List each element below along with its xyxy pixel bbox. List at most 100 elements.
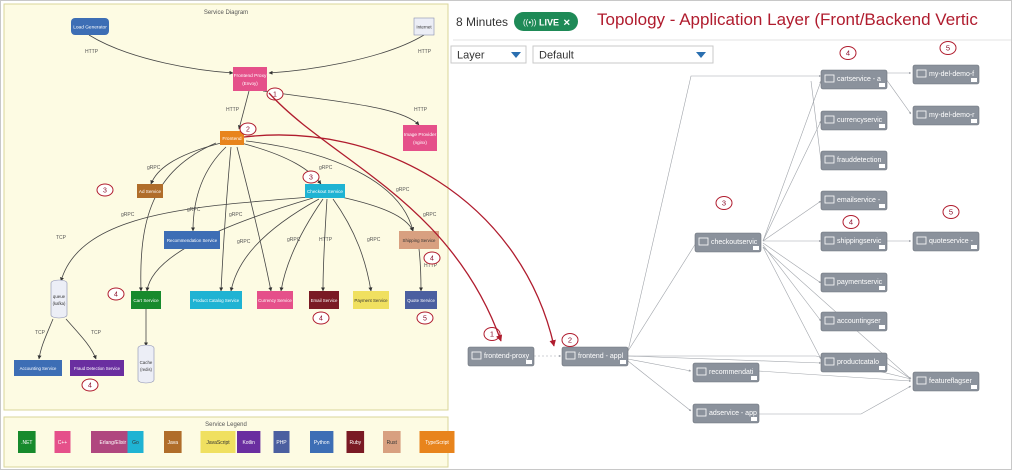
diagram-node-internet: Internet (413, 17, 435, 36)
diagram-node-accounting-service: Accounting Service (14, 360, 62, 376)
topology-node-featureflag[interactable]: featureflagser (912, 371, 980, 392)
topology-node-shippingservice[interactable]: shippingservic (820, 231, 888, 252)
legend-label: Ruby (349, 440, 361, 446)
live-label: LIVE (539, 18, 559, 28)
badge-2: 2 (561, 333, 579, 347)
edge-checkout-email (321, 198, 328, 292)
legend-swatch (237, 431, 261, 453)
topology-node-currencyservice[interactable]: currencyservic (820, 110, 888, 131)
topology-node-frontend-proxy[interactable]: frontend-proxy (467, 346, 535, 367)
service-icon (824, 115, 835, 124)
legend-label: Kotlin (242, 440, 255, 446)
node-status-icon (879, 204, 885, 208)
topology-node-label: currencyservic (837, 117, 883, 124)
node-label: Checkout Service (307, 189, 343, 194)
topology-nodes: frontend-proxy frontend - appl checkouts… (467, 64, 980, 424)
live-close-icon[interactable]: ✕ (563, 18, 571, 28)
edge-label-tcp: TCP (91, 330, 102, 336)
legend-swatch (310, 431, 334, 453)
topology-node-label: cartservice - a (837, 76, 881, 83)
topology-node-label: my-del-demo-r (929, 112, 975, 119)
edge-label-grpc: gRPC (147, 165, 161, 171)
legend-item: Rust (383, 431, 401, 453)
legend-item: TypeScript (419, 431, 455, 453)
edge-frontend-catalog (219, 146, 232, 292)
layer-select[interactable]: Layer (450, 45, 527, 64)
service-icon (916, 110, 927, 119)
service-icon (916, 236, 927, 245)
node-status-icon (879, 245, 885, 249)
topology-node-checkoutservice[interactable]: checkoutservic (694, 232, 762, 253)
badge-text: 2 (246, 127, 250, 134)
topology-node-quoteservice[interactable]: quoteservice - (912, 231, 980, 252)
badge-text: 3 (722, 199, 726, 208)
topology-node-emailservice[interactable]: emailservice - (820, 190, 888, 211)
topology-node-recommendation[interactable]: recommendati (692, 362, 760, 383)
edge-label-tcp: TCP (56, 235, 67, 241)
legend-swatch (164, 431, 182, 453)
legend-item: Kotlin (237, 431, 261, 453)
legend-item: Go (127, 431, 144, 453)
topology-node-frauddetection[interactable]: frauddetection (820, 150, 888, 171)
edge-queue-fraud (65, 318, 97, 360)
edge-label-http: HTTP (414, 107, 428, 113)
topology-node-label: adservice - app (709, 410, 757, 417)
service-icon (565, 351, 576, 360)
legend-swatch (200, 431, 236, 453)
view-select-value: Default (539, 50, 574, 62)
service-icon (824, 155, 835, 164)
edge-label-grpc: gRPC (229, 212, 243, 218)
node-label: Product Catalog Service (193, 298, 240, 303)
tedge (762, 244, 822, 322)
topology-badges: 1 2 3 4 4 5 5 (483, 41, 960, 347)
topology-node-label: accountingser (837, 318, 881, 325)
tedge (762, 120, 822, 242)
node-label: Ad Service (139, 189, 162, 194)
tedge (810, 80, 822, 162)
edge-label-grpc: gRPC (367, 237, 381, 243)
node-status-icon (620, 360, 626, 364)
chevron-down-icon (511, 52, 521, 58)
service-icon (916, 69, 927, 78)
edge-queue-accounting (37, 318, 54, 360)
topology-node-adservice[interactable]: adservice - app (692, 403, 760, 424)
badge-text: 3 (103, 188, 107, 195)
layer-select-value: Layer (457, 50, 485, 62)
tedge (762, 242, 822, 284)
node-label: Image Provider (404, 132, 437, 138)
node-status-icon (879, 164, 885, 168)
node-label: Accounting Service (20, 366, 57, 371)
topology-node-frontend[interactable]: frontend - appl (561, 346, 629, 367)
legend-label: PHP (276, 440, 287, 446)
topology-node-my-del-demo-f[interactable]: my-del-demo-f (912, 64, 980, 85)
service-icon (698, 237, 709, 246)
node-status-icon (879, 325, 885, 329)
service-diagram-title: Service Diagram (204, 10, 248, 16)
badge-text: 5 (946, 44, 950, 53)
topology-node-label: productcatalo (837, 359, 879, 366)
node-label: Load Generator (73, 25, 107, 31)
topology-node-my-del-demo-r[interactable]: my-del-demo-r (912, 105, 980, 126)
diagram-node-shipping-service: Shipping Service (399, 231, 439, 249)
topology-node-label: quoteservice - (929, 238, 974, 245)
node-label: queue (53, 294, 66, 299)
live-button[interactable]: ((•)) LIVE ✕ (514, 12, 578, 31)
service-icon (824, 277, 835, 286)
edge-checkout-catalog (229, 198, 320, 292)
legend-label: .NET (21, 440, 32, 446)
legend-label: TypeScript (425, 440, 449, 446)
topology-node-productcatalog[interactable]: productcatalo (820, 352, 888, 373)
legend-swatch (383, 431, 401, 453)
diagram-node-checkout-service: Checkout Service (305, 184, 345, 198)
edge-label-http: HTTP (424, 263, 438, 269)
diagram-node-load-generator: Load Generator (71, 18, 109, 35)
view-select[interactable]: Default (532, 45, 714, 64)
topology-node-accountingservice[interactable]: accountingser (820, 311, 888, 332)
topology-node-cartservice[interactable]: cartservice - a (820, 69, 888, 90)
diagram-node-image-provider: Image Provider (nginx) (403, 125, 437, 151)
topology-node-paymentservice[interactable]: paymentservic (820, 272, 888, 293)
legend-label: Erlang/Elixir (100, 440, 127, 446)
